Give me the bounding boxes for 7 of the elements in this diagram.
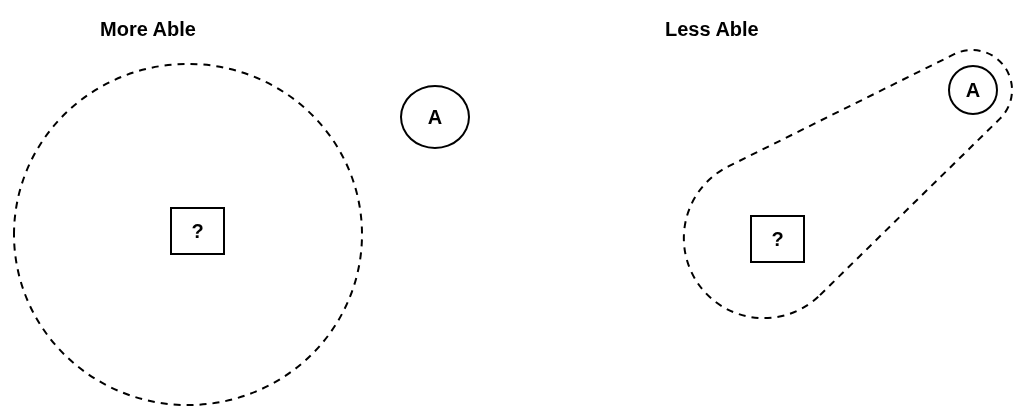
letter-circle: A: [400, 85, 470, 149]
dashed-circle-region: [12, 62, 364, 407]
question-box: ?: [170, 207, 225, 255]
question-box: ?: [750, 215, 805, 263]
letter-circle: A: [948, 65, 998, 115]
panel-heading: Less Able: [665, 18, 759, 41]
panel-heading: More Able: [100, 18, 196, 41]
